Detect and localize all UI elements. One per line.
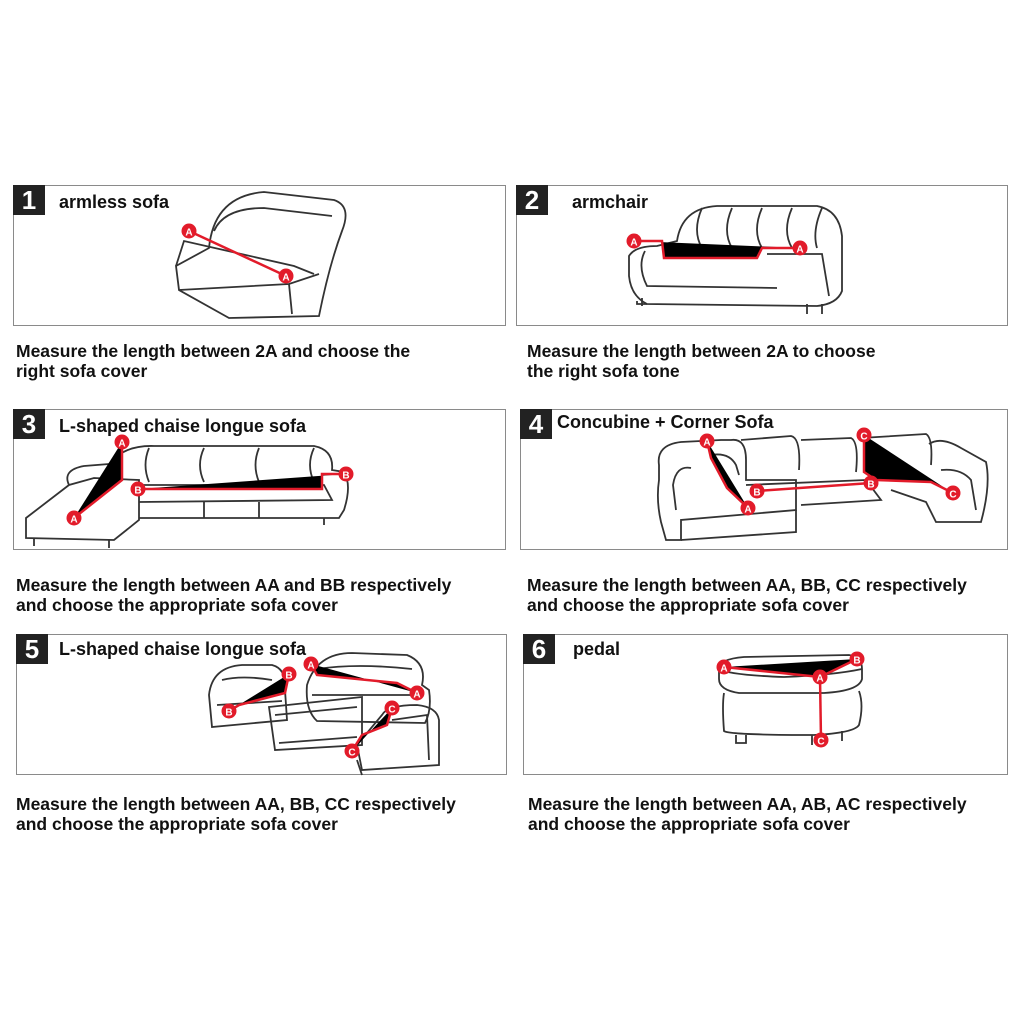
panel-number-badge: 3 — [13, 409, 45, 439]
marker-a: A — [307, 661, 314, 672]
marker-b: B — [134, 486, 141, 497]
panel-caption: Measure the length between AA, AB, AC re… — [528, 794, 967, 834]
living-room-set-illustration: A A B B C C — [208, 652, 440, 776]
marker-c: C — [860, 432, 867, 443]
marker-a: A — [630, 238, 637, 249]
marker-c: C — [348, 748, 355, 759]
marker-b: B — [342, 471, 349, 482]
marker-b: B — [285, 671, 292, 682]
panel-living-room-set: 5 L-shaped chaise longue sofa A A B B — [16, 634, 507, 776]
armless-sofa-illustration: A A — [175, 191, 347, 319]
panel-number-badge: 6 — [523, 634, 555, 664]
pedal-illustration: A A B C — [716, 651, 865, 748]
corner-sofa-illustration: A A B B C C — [656, 427, 989, 541]
marker-a: A — [816, 674, 823, 685]
marker-c: C — [817, 737, 824, 748]
marker-a: A — [703, 438, 710, 449]
marker-a: A — [185, 228, 192, 239]
armchair-illustration: A A — [626, 205, 843, 314]
marker-a: A — [796, 245, 803, 256]
marker-b: B — [867, 480, 874, 491]
marker-a: A — [70, 515, 77, 526]
marker-b: B — [225, 708, 232, 719]
panel-l-shaped-chaise: 3 L-shaped chaise longue sofa A A B B — [13, 409, 506, 550]
marker-a: A — [282, 273, 289, 284]
panel-caption: Measure the length between 2A and choose… — [16, 341, 411, 381]
panel-armchair: 2 armchair A A — [516, 185, 1008, 326]
panel-caption: Measure the length between AA and BB res… — [16, 575, 452, 615]
panel-pedal: 6 pedal A A B C — [523, 634, 1008, 775]
panel-caption: Measure the length between AA, BB, CC re… — [527, 575, 967, 615]
panel-title: L-shaped chaise longue sofa — [59, 416, 307, 436]
panel-armless-sofa: 1 armless sofa A A — [13, 185, 506, 326]
marker-a: A — [118, 439, 125, 450]
marker-a: A — [720, 664, 727, 675]
panel-number-badge: 5 — [16, 634, 48, 664]
panel-title: L-shaped chaise longue sofa — [59, 639, 307, 659]
marker-c: C — [949, 490, 956, 501]
panel-number-badge: 2 — [516, 185, 548, 215]
panel-number-badge: 4 — [520, 409, 552, 439]
marker-b: B — [853, 656, 860, 667]
marker-c: C — [388, 705, 395, 716]
marker-a: A — [413, 690, 420, 701]
marker-b: B — [753, 488, 760, 499]
panel-caption: Measure the length between AA, BB, CC re… — [16, 794, 456, 834]
panel-title: pedal — [573, 639, 621, 659]
panel-title: Concubine + Corner Sofa — [557, 412, 774, 432]
panel-number-badge: 1 — [13, 185, 45, 215]
panel-title: armless sofa — [59, 192, 170, 212]
panel-title: armchair — [572, 192, 649, 212]
marker-a: A — [744, 505, 751, 516]
panel-corner-sofa: 4 Concubine + Corner Sofa A A B B — [520, 409, 1008, 550]
l-shaped-sofa-illustration: A A B B — [25, 434, 354, 548]
